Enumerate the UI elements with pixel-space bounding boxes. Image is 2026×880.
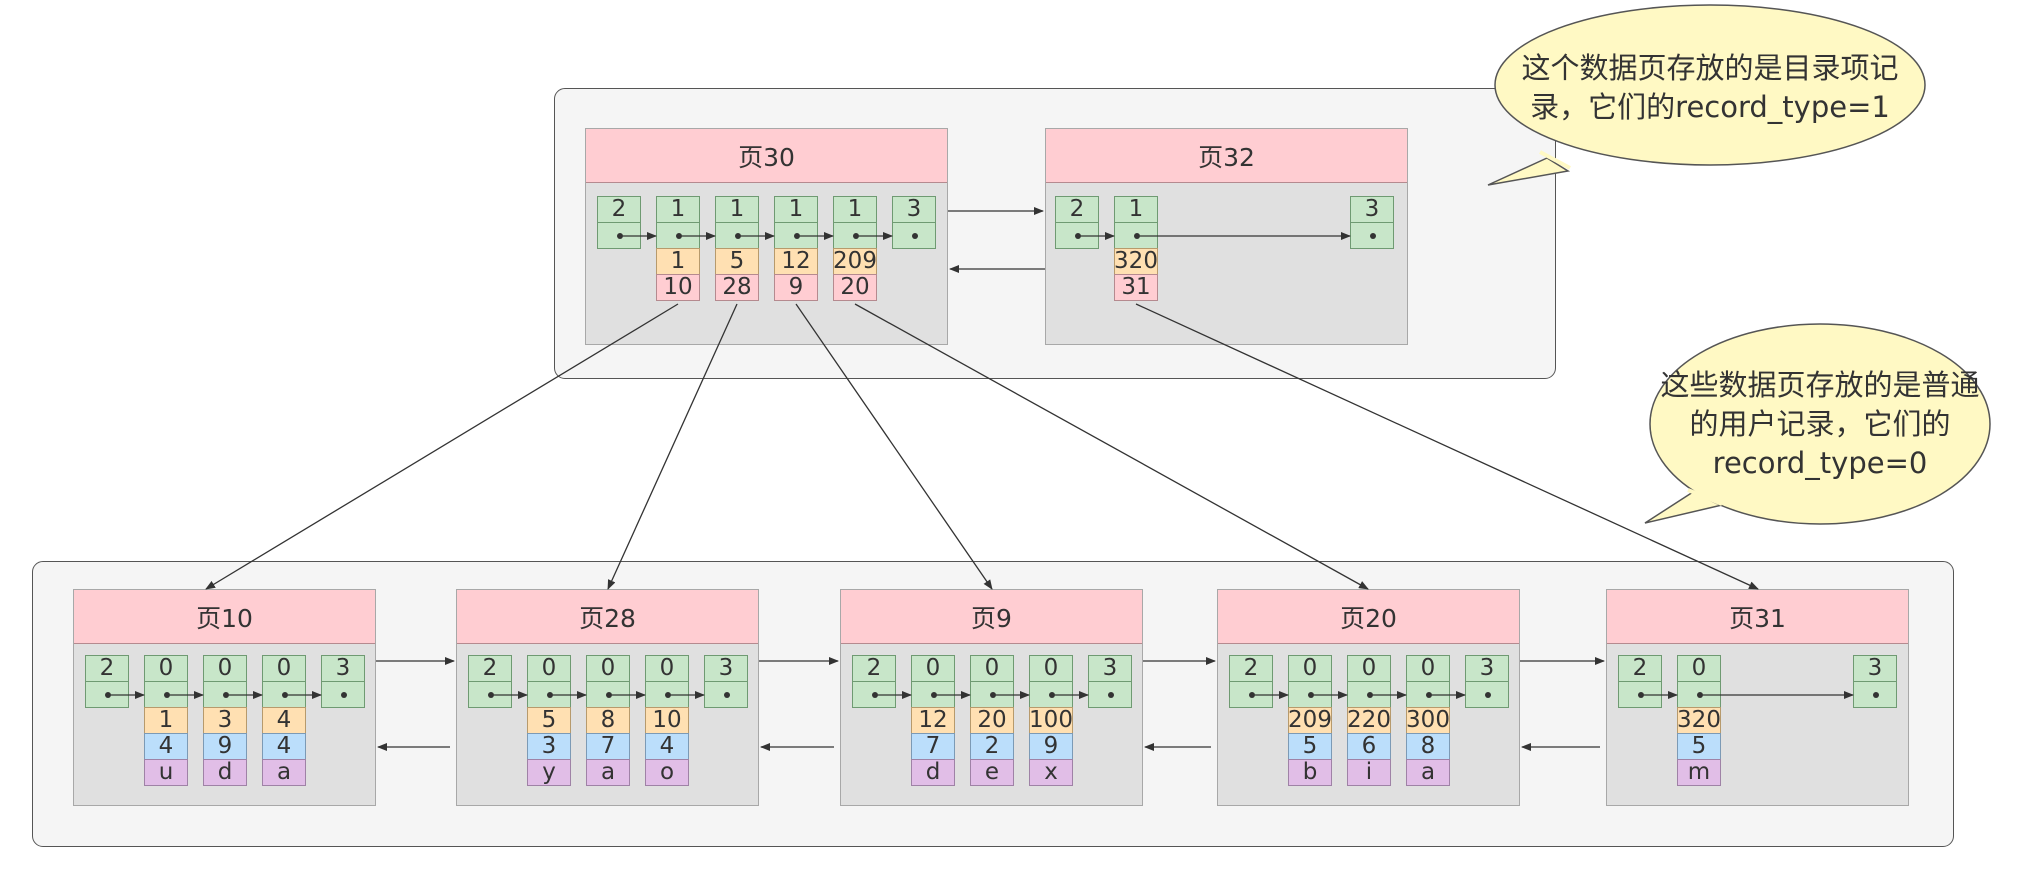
record-type-cell: 0 bbox=[911, 655, 955, 682]
record-type-cell: 2 bbox=[1229, 655, 1273, 682]
column-cell: 4 bbox=[262, 733, 306, 760]
primary-key-cell: 4 bbox=[262, 707, 306, 734]
column-cell: 4 bbox=[144, 733, 188, 760]
record-type-cell: 3 bbox=[1088, 655, 1132, 682]
column-cell: d bbox=[203, 759, 247, 786]
record-type-cell: 3 bbox=[892, 196, 936, 223]
pointer-dot bbox=[665, 692, 671, 698]
pointer-dot bbox=[1075, 233, 1081, 239]
page-number-cell: 9 bbox=[774, 274, 818, 301]
pointer-dot bbox=[676, 233, 682, 239]
column-cell: b bbox=[1288, 759, 1332, 786]
record-type-cell: 2 bbox=[1618, 655, 1662, 682]
pointer-dot bbox=[853, 233, 859, 239]
pointer-dot bbox=[164, 692, 170, 698]
pointer-dot bbox=[282, 692, 288, 698]
next-record-pointer bbox=[1088, 681, 1132, 708]
column-cell: d bbox=[911, 759, 955, 786]
pointer-dot bbox=[912, 233, 918, 239]
pointer-dot bbox=[1370, 233, 1376, 239]
next-record-pointer bbox=[1853, 681, 1897, 708]
column-cell: a bbox=[586, 759, 630, 786]
pointer-dot bbox=[105, 692, 111, 698]
primary-key-cell: 220 bbox=[1347, 707, 1391, 734]
record-type-cell: 2 bbox=[1055, 196, 1099, 223]
record-type-cell: 1 bbox=[1114, 196, 1158, 223]
record-type-cell: 3 bbox=[321, 655, 365, 682]
page-number-cell: 31 bbox=[1114, 274, 1158, 301]
page-title: 页10 bbox=[74, 590, 375, 644]
pointer-dot bbox=[1426, 692, 1432, 698]
page-number-cell: 28 bbox=[715, 274, 759, 301]
column-cell: x bbox=[1029, 759, 1073, 786]
next-record-pointer bbox=[1350, 222, 1394, 249]
pointer-dot bbox=[617, 233, 623, 239]
column-cell: a bbox=[1406, 759, 1450, 786]
column-cell: 8 bbox=[1406, 733, 1450, 760]
pointer-dot bbox=[547, 692, 553, 698]
page-title: 页28 bbox=[457, 590, 758, 644]
pointer-dot bbox=[1308, 692, 1314, 698]
pointer-dot bbox=[1134, 233, 1140, 239]
pointer-dot bbox=[990, 692, 996, 698]
pointer-dot bbox=[1049, 692, 1055, 698]
record-type-cell: 2 bbox=[852, 655, 896, 682]
next-record-pointer bbox=[1465, 681, 1509, 708]
page-number-cell: 20 bbox=[833, 274, 877, 301]
page-title: 页30 bbox=[586, 129, 947, 183]
record-type-cell: 0 bbox=[586, 655, 630, 682]
pointer-dot bbox=[488, 692, 494, 698]
pointer-dot bbox=[1697, 692, 1703, 698]
pointer-dot bbox=[735, 233, 741, 239]
page-title: 页31 bbox=[1607, 590, 1908, 644]
column-cell: 9 bbox=[203, 733, 247, 760]
page-title: 页32 bbox=[1046, 129, 1407, 183]
record-type-cell: 2 bbox=[597, 196, 641, 223]
pointer-dot bbox=[1249, 692, 1255, 698]
column-cell: u bbox=[144, 759, 188, 786]
column-cell: y bbox=[527, 759, 571, 786]
page-number-cell: 10 bbox=[656, 274, 700, 301]
min-key-cell: 209 bbox=[833, 248, 877, 275]
min-key-cell: 5 bbox=[715, 248, 759, 275]
pointer-dot bbox=[223, 692, 229, 698]
column-cell: o bbox=[645, 759, 689, 786]
directory-callout-text: 这个数据页存放的是目录项记录，它们的record_type=1 bbox=[1521, 51, 1899, 124]
primary-key-cell: 5 bbox=[527, 707, 571, 734]
page-title: 页20 bbox=[1218, 590, 1519, 644]
column-cell: 7 bbox=[586, 733, 630, 760]
pointer-dot bbox=[1873, 692, 1879, 698]
pointer-dot bbox=[341, 692, 347, 698]
record-type-cell: 2 bbox=[468, 655, 512, 682]
column-cell: m bbox=[1677, 759, 1721, 786]
pointer-dot bbox=[794, 233, 800, 239]
column-cell: a bbox=[262, 759, 306, 786]
pointer-dot bbox=[1485, 692, 1491, 698]
record-type-cell: 0 bbox=[1288, 655, 1332, 682]
record-type-cell: 0 bbox=[1677, 655, 1721, 682]
pointer-dot bbox=[606, 692, 612, 698]
primary-key-cell: 300 bbox=[1406, 707, 1450, 734]
column-cell: e bbox=[970, 759, 1014, 786]
record-type-cell: 0 bbox=[262, 655, 306, 682]
record-type-cell: 1 bbox=[715, 196, 759, 223]
pointer-dot bbox=[1108, 692, 1114, 698]
pointer-dot bbox=[1638, 692, 1644, 698]
pointer-dot bbox=[931, 692, 937, 698]
pointer-dot bbox=[1367, 692, 1373, 698]
pointer-dot bbox=[872, 692, 878, 698]
user-record-callout-text: 这些数据页存放的是普通的用户记录，它们的record_type=0 bbox=[1660, 367, 1980, 480]
record-type-cell: 0 bbox=[970, 655, 1014, 682]
page-title: 页9 bbox=[841, 590, 1142, 644]
pointer-dot bbox=[724, 692, 730, 698]
min-key-cell: 12 bbox=[774, 248, 818, 275]
record-type-cell: 1 bbox=[833, 196, 877, 223]
next-record-pointer bbox=[892, 222, 936, 249]
record-type-cell: 3 bbox=[704, 655, 748, 682]
column-cell: i bbox=[1347, 759, 1391, 786]
primary-key-cell: 320 bbox=[1677, 707, 1721, 734]
